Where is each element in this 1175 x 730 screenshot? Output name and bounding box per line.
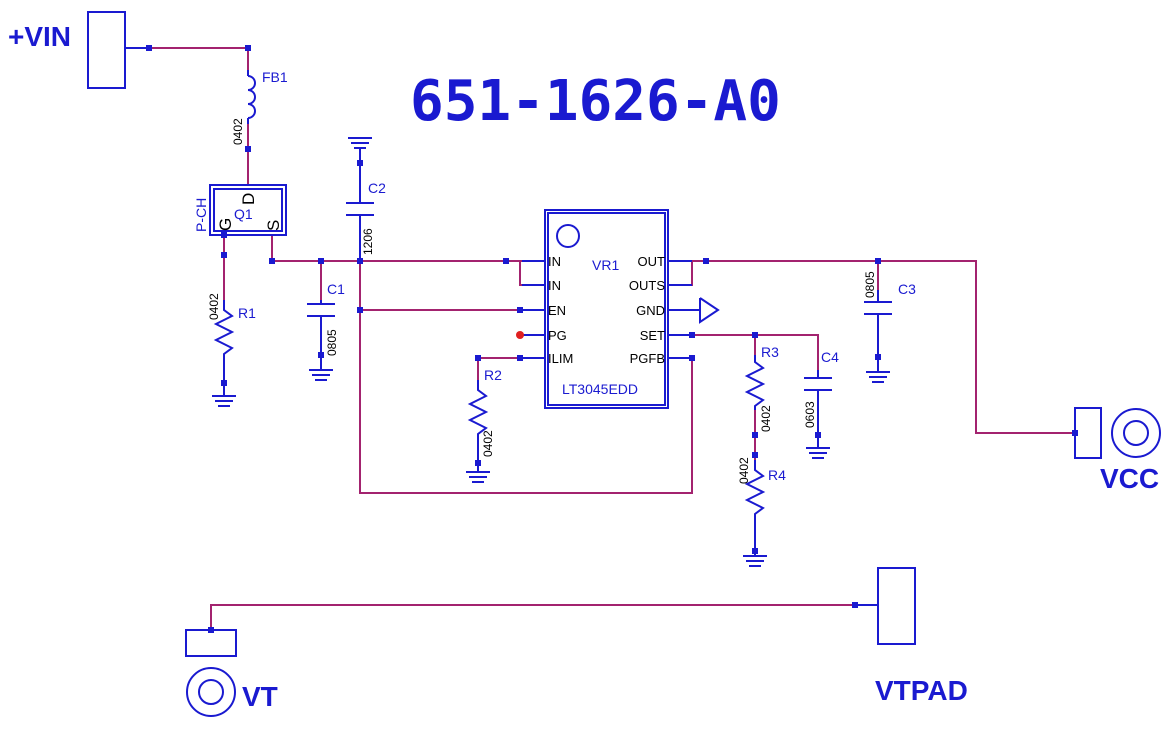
wire-vt-vtpad — [210, 604, 855, 630]
c2-capacitor — [346, 137, 374, 313]
r4-package: 0402 — [737, 457, 751, 484]
q1-pin-s: S — [264, 220, 283, 231]
c3-package: 0805 — [863, 271, 877, 298]
q1-pin-d: D — [239, 193, 258, 205]
vr1-pin-out: OUT — [638, 254, 666, 269]
r1-resistor — [212, 252, 236, 407]
wire-in-tie — [519, 261, 545, 286]
vr1-pin-gnd: GND — [636, 303, 665, 318]
c3-capacitor — [864, 258, 892, 383]
vr1-pin-pgfb: PGFB — [630, 351, 665, 366]
c3-ref: C3 — [898, 281, 916, 297]
q1-mosfet — [209, 184, 287, 264]
wire-vin — [150, 47, 249, 70]
r3-package: 0402 — [759, 405, 773, 432]
r3-resistor — [744, 332, 766, 438]
wire-q1s-in — [271, 235, 520, 262]
wire-set — [668, 334, 819, 370]
r4-resistor — [743, 452, 767, 567]
vr1-regulator — [503, 209, 720, 409]
r3-ref: R3 — [761, 344, 779, 360]
c2-ref: C2 — [368, 180, 386, 196]
c4-package: 0603 — [803, 401, 817, 428]
c1-ref: C1 — [327, 281, 345, 297]
c4-ref: C4 — [821, 349, 839, 365]
net-label-vtpad: VTPAD — [875, 675, 968, 706]
net-label-vt: VT — [242, 681, 278, 712]
vr1-pin-ilim: ILIM — [548, 351, 573, 366]
c2-package: 1206 — [361, 228, 375, 255]
fb1-inductor — [245, 45, 256, 152]
r4-ref: R4 — [768, 467, 786, 483]
vr1-ref: VR1 — [592, 257, 619, 273]
r2-package: 0402 — [481, 430, 495, 457]
q1-ref: Q1 — [234, 206, 253, 222]
q1-pin-g: G — [216, 218, 235, 231]
vt-connector — [185, 627, 237, 717]
vr1-pin-outs: OUTS — [629, 278, 665, 293]
c4-capacitor — [804, 370, 832, 459]
fb1-ref: FB1 — [262, 69, 288, 85]
wire-out-vcc — [668, 260, 1075, 434]
wire-outs-tie — [668, 261, 693, 286]
vin-connector — [87, 11, 152, 89]
vtpad-connector — [852, 567, 916, 645]
page-title: 651-1626-A0 — [410, 69, 781, 134]
net-label-vin: +VIN — [8, 21, 71, 52]
vr1-part: LT3045EDD — [562, 381, 638, 397]
vr1-pin-set: SET — [640, 328, 665, 343]
fb1-package: 0402 — [231, 118, 245, 145]
q1-type: P-CH — [193, 198, 209, 232]
vr1-pin-in-2: IN — [548, 278, 561, 293]
c1-capacitor — [307, 258, 335, 381]
vr1-pin-en: EN — [548, 303, 566, 318]
pg-no-connect-marker — [516, 331, 524, 339]
r1-package: 0402 — [207, 293, 221, 320]
vr1-pin-in-1: IN — [548, 254, 561, 269]
vcc-connector — [1072, 407, 1161, 459]
c1-package: 0805 — [325, 329, 339, 356]
net-label-vcc: VCC — [1100, 463, 1159, 494]
r2-ref: R2 — [484, 367, 502, 383]
vr1-pin-pg: PG — [548, 328, 567, 343]
r2-resistor — [466, 355, 490, 483]
r1-ref: R1 — [238, 305, 256, 321]
